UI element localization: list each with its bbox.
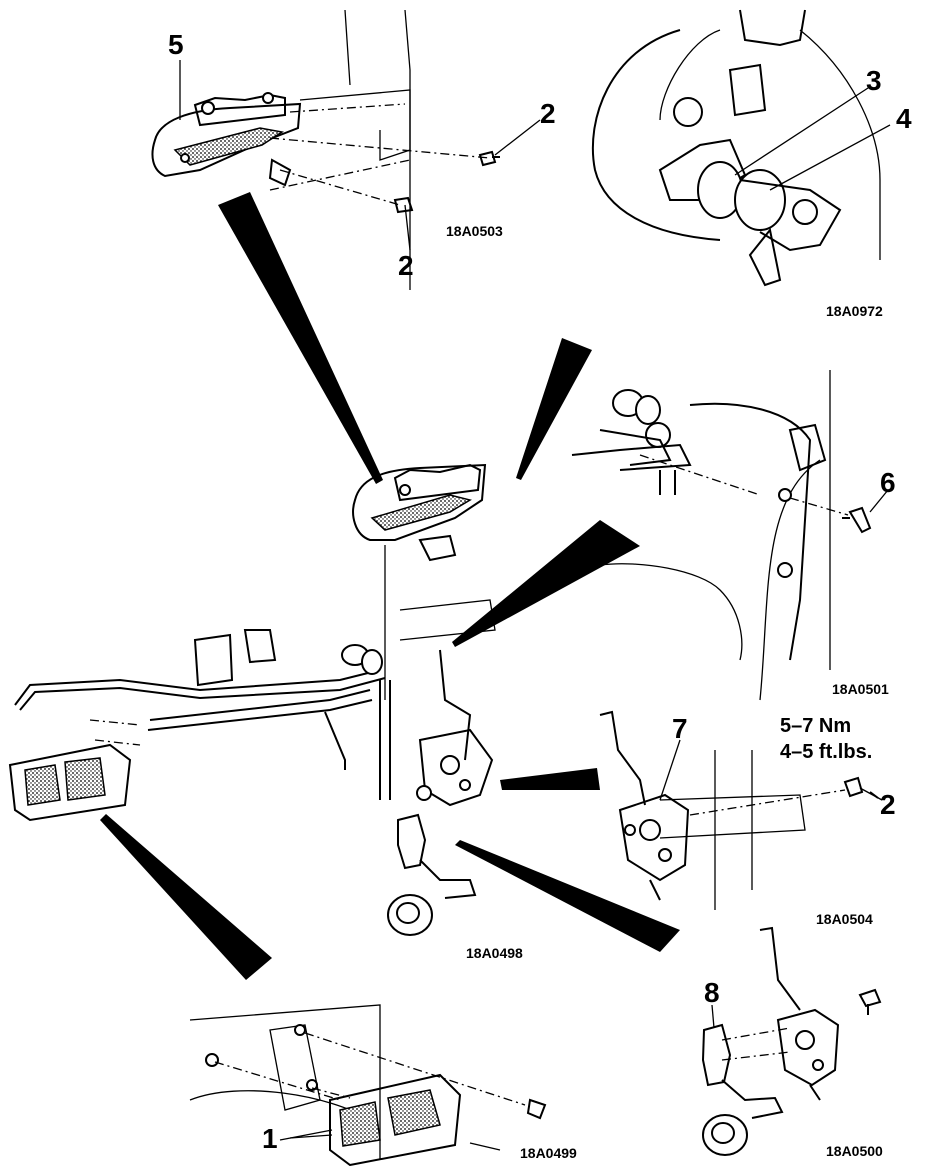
callout-6: 6 (880, 467, 896, 498)
fig-code-18A0503: 18A0503 (446, 223, 503, 239)
wedge-to-latch (500, 768, 600, 790)
detail-lock-motor (701, 926, 882, 1156)
detail-door-lock-actuator (571, 370, 872, 701)
detail-outer-handle (151, 9, 500, 290)
fig-code-18A0501: 18A0501 (832, 681, 889, 697)
leader-2c (859, 787, 883, 801)
leader-7 (659, 739, 681, 801)
leader-1 (279, 1129, 333, 1141)
figure-codes: 18A0503 18A0972 18A0501 18A0504 18A0498 … (446, 223, 889, 1161)
callout-2-top: 2 (540, 98, 556, 129)
detail-full-assembly (8, 463, 496, 936)
leader-3 (734, 87, 869, 176)
torque-nm: 5–7 Nm (780, 715, 851, 737)
callout-1: 1 (262, 1123, 278, 1154)
wedge-to-door-lock-actuator (452, 520, 640, 647)
leader-2b (404, 204, 411, 251)
detail-pointer-wedges (100, 192, 680, 980)
fig-code-18A0500: 18A0500 (826, 1143, 883, 1159)
callout-4: 4 (896, 103, 912, 134)
detail-inner-handle (189, 1004, 547, 1166)
callout-2-latch: 2 (880, 789, 896, 820)
callout-leaders (179, 60, 891, 1141)
fig-code-18A0499: 18A0499 (520, 1145, 577, 1161)
wedge-to-lock-cylinder (516, 338, 592, 480)
detail-latch (599, 710, 879, 910)
leader-4 (769, 124, 891, 191)
fig-code-18A0504: 18A0504 (816, 911, 873, 927)
fig-code-18A0972: 18A0972 (826, 303, 883, 319)
detail-lock-cylinder (591, 9, 881, 287)
wedge-to-outer-handle (218, 192, 383, 484)
wedge-to-lock-motor (455, 840, 680, 952)
callout-2-mid: 2 (398, 250, 414, 281)
leader-6 (869, 489, 889, 513)
callout-8: 8 (704, 977, 720, 1008)
callout-3: 3 (866, 65, 882, 96)
leader-8 (711, 1004, 715, 1029)
callout-7: 7 (672, 713, 688, 744)
callout-5: 5 (168, 29, 184, 60)
torque-ftlbs: 4–5 ft.lbs. (780, 741, 872, 763)
torque-spec: 5–7 Nm 4–5 ft.lbs. (780, 715, 872, 763)
wedge-to-inner-handle (100, 814, 272, 980)
callout-numbers: 5 2 2 3 4 6 7 2 8 1 (168, 29, 912, 1154)
fig-code-18A0498: 18A0498 (466, 945, 523, 961)
leader-2a (494, 119, 541, 156)
